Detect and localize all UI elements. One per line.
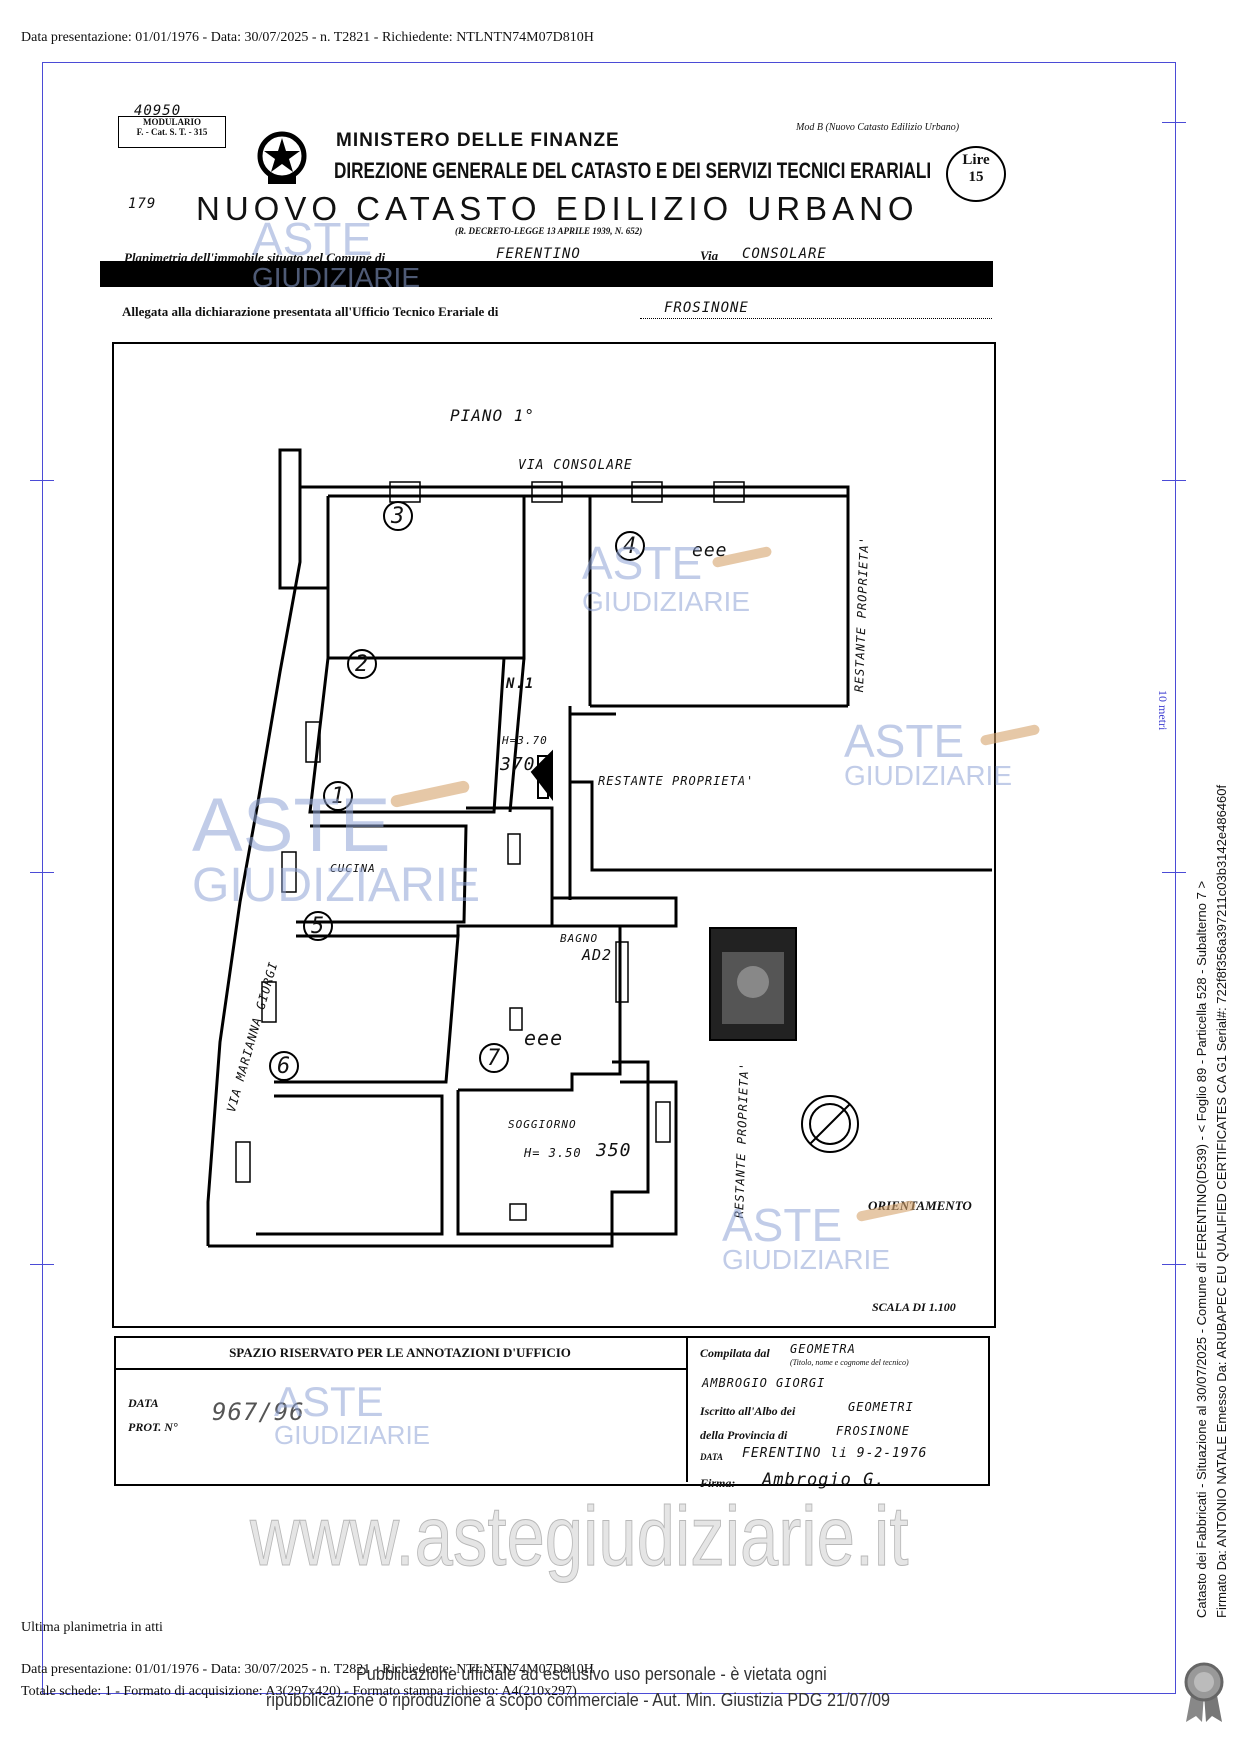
floor-label: PIANO 1°	[450, 406, 536, 425]
via-value: CONSOLARE	[742, 246, 827, 262]
side-scale-label: 10 metri	[1156, 690, 1170, 731]
bagno-label: BAGNO	[560, 932, 599, 945]
frame-tick	[30, 1264, 54, 1265]
frame-tick	[1162, 872, 1186, 873]
presentation-footer: Data presentazione: 01/01/1976 - Data: 3…	[21, 1662, 594, 1677]
site-watermark: www.astegiudiziarie.it	[250, 1489, 909, 1584]
schede-footer: Totale schede: 1 - Formato di acquisizio…	[21, 1684, 577, 1699]
floor-plan	[112, 342, 996, 1328]
watermark-aste: ASTE	[274, 1378, 384, 1425]
eee-middle-label: eee	[524, 1026, 564, 1050]
provincia-label: della Provincia di	[700, 1428, 788, 1442]
lire-stamp: Lire 15	[946, 146, 1006, 202]
iscritto-label: Iscritto all'Albo dei	[700, 1404, 796, 1418]
comune-value: FERENTINO	[496, 246, 581, 262]
compilata-data-value: FERENTINO li 9-2-1976	[742, 1446, 928, 1461]
lire-label: Lire	[962, 152, 990, 168]
via-label: Via	[700, 248, 719, 263]
watermark-giudiziarie: GIUDIZIARIE	[192, 859, 481, 912]
height-upper-hand: 370	[500, 754, 536, 775]
watermark-giudiziarie: GIUDIZIARIE	[274, 1420, 431, 1450]
watermark-aste: ASTE	[844, 715, 965, 767]
compilata-name: AMBROGIO GIORGI	[702, 1376, 826, 1390]
room-mark: 4	[623, 534, 638, 559]
modulario-label: MODULARIO	[143, 117, 201, 127]
frame-tick	[30, 872, 54, 873]
room-mark: 6	[277, 1054, 292, 1079]
watermark-aste: ASTE	[192, 783, 391, 868]
firma-signature: Ambrogio G.	[762, 1470, 886, 1490]
firma-label: Firma:	[700, 1476, 736, 1490]
watermark-aste: ASTE	[252, 213, 373, 265]
redaction-bar	[100, 261, 993, 287]
room-mark: 7	[487, 1046, 502, 1071]
watermark-aste: ASTE	[722, 1199, 843, 1251]
mod-b-label: Mod B (Nuovo Catasto Edilizio Urbano)	[796, 122, 960, 133]
watermark-giudiziarie: GIUDIZIARIE	[252, 262, 421, 293]
modulario-code: F. - Cat. S. T. - 315	[136, 127, 208, 137]
allegata-label: Allegata alla dichiarazione presentata a…	[122, 304, 499, 319]
room-mark: 5	[311, 914, 326, 939]
compilata-role: GEOMETRA	[790, 1342, 856, 1356]
office-data-label: DATA	[128, 1396, 159, 1410]
watermark-giudiziarie: GIUDIZIARIE	[582, 586, 751, 617]
frame-tick	[30, 480, 54, 481]
restante-middle-label: RESTANTE PROPRIETA'	[598, 774, 755, 788]
eee-upper-label: eee	[692, 540, 728, 561]
seal-ribbon-icon	[1184, 1662, 1224, 1722]
compilata-role-note: (Titolo, nome e cognome del tecnico)	[790, 1358, 909, 1367]
ultima-planimetria: Ultima planimetria in atti	[21, 1620, 163, 1635]
n1-label: N.1	[506, 676, 535, 692]
frame-tick	[1162, 480, 1186, 481]
presentation-header: Data presentazione: 01/01/1976 - Data: 3…	[21, 30, 594, 45]
page-frame	[42, 62, 1176, 1694]
publication-line-1: Pubblicazione ufficiale ad esclusivo uso…	[356, 1664, 827, 1684]
scala-label: SCALA DI 1.100	[872, 1300, 956, 1314]
catasto-number: 179	[128, 196, 157, 212]
watermark-giudiziarie: GIUDIZIARIE	[722, 1244, 891, 1275]
bottom-box	[114, 1336, 990, 1486]
direzione-title: DIREZIONE GENERALE DEL CATASTO E DEI SER…	[334, 158, 932, 183]
provincia-value: FROSINONE	[836, 1424, 911, 1438]
side-signature-info: Firmato Da: ANTONIO NATALE Emesso Da: AR…	[1214, 784, 1229, 1618]
soggiorno-label: SOGGIORNO	[508, 1118, 577, 1131]
watermark-giudiziarie: GIUDIZIARIE	[844, 760, 1013, 791]
ad2-label: AD2	[582, 946, 613, 964]
ministero-title: MINISTERO DELLE FINANZE	[336, 130, 620, 151]
albo-value: GEOMETRI	[848, 1400, 914, 1414]
catasto-title: NUOVO CATASTO EDILIZIO URBANO	[196, 190, 919, 227]
compilata-data-label: DATA	[700, 1452, 724, 1462]
cucina-label: CUCINA	[330, 862, 376, 875]
height-lower-label: H= 3.50	[524, 1146, 582, 1160]
watermark-aste: ASTE	[582, 537, 703, 589]
office-annotations	[114, 1336, 688, 1482]
frame-tick	[1162, 122, 1186, 123]
height-upper-label: H=3.70	[502, 734, 548, 747]
decreto-label: (R. DECRETO-LEGGE 13 APRILE 1939, N. 652…	[455, 226, 643, 236]
frame-tick	[1162, 1264, 1186, 1265]
republic-emblem-icon	[257, 131, 307, 184]
compilata-label: Compilata dal	[700, 1346, 770, 1360]
room-mark: 3	[391, 504, 406, 529]
side-catasto-info: Catasto dei Fabbricati - Situazione al 3…	[1194, 880, 1209, 1618]
publication-line-2: ripubblicazione o riproduzione a scopo c…	[266, 1690, 891, 1710]
modulario-number: 40950	[134, 103, 182, 119]
office-prot-label: PROT. N°	[128, 1420, 178, 1434]
ufficio-line	[640, 318, 992, 319]
lire-value: 15	[968, 169, 984, 185]
room-mark: 2	[355, 652, 370, 677]
room-mark: 1	[331, 784, 346, 809]
floor-plan-drawing	[206, 448, 992, 1248]
office-prot-hand: 967/96	[212, 1398, 305, 1426]
street-top-label: VIA CONSOLARE	[518, 458, 633, 473]
height-lower-hand: 350	[596, 1140, 632, 1161]
office-title: SPAZIO RISERVATO PER LE ANNOTAZIONI D'UF…	[114, 1338, 686, 1370]
ufficio-value: FROSINONE	[664, 300, 749, 316]
modulario-box: MODULARIO F. - Cat. S. T. - 315	[118, 116, 226, 148]
